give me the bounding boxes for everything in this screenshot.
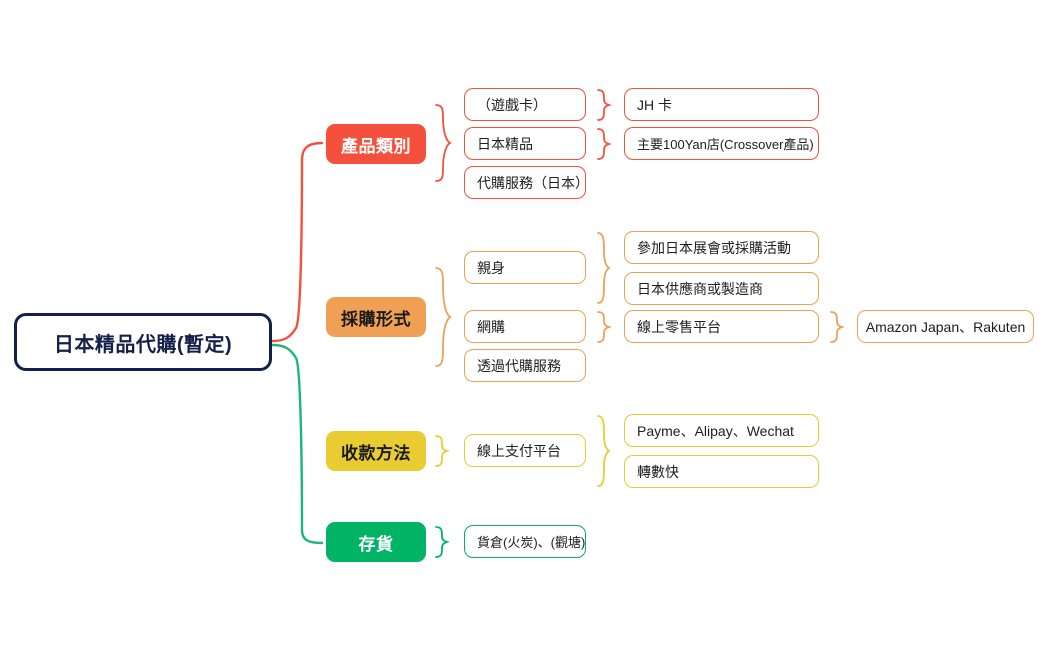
brace-procurement-form <box>435 267 452 367</box>
node-amazon-rakuten[interactable]: Amazon Japan、Rakuten <box>857 310 1034 343</box>
root-node[interactable]: 日本精品代購(暫定) <box>14 313 272 371</box>
brace-online-shopping <box>597 311 612 343</box>
root-node-label: 日本精品代購(暫定) <box>53 333 233 356</box>
node-warehouse-label: 貨倉(火炭)、(觀塘) <box>477 535 586 550</box>
node-online-payment-platform[interactable]: 線上支付平台 <box>464 434 586 467</box>
node-online-shopping-label: 網購 <box>477 318 505 335</box>
root-branch-curve-green <box>270 343 324 545</box>
node-proxy-service-japan[interactable]: 代購服務（日本） <box>464 166 589 199</box>
brace-japan-goods <box>597 128 612 160</box>
node-japan-expo[interactable]: 參加日本展會或採購活動 <box>624 231 819 264</box>
node-japan-expo-label: 參加日本展會或採購活動 <box>637 239 791 256</box>
node-amazon-rakuten-label: Amazon Japan、Rakuten <box>865 318 1026 335</box>
node-japan-goods-label: 日本精品 <box>477 135 533 152</box>
branch-product-category-label: 產品類別 <box>341 136 411 156</box>
branch-payment-method-label: 收款方法 <box>341 443 411 463</box>
node-warehouse[interactable]: 貨倉(火炭)、(觀塘) <box>464 525 586 558</box>
node-fps-label: 轉數快 <box>637 463 679 480</box>
node-jh-card-label: JH 卡 <box>637 96 672 113</box>
brace-payment-method <box>435 435 450 467</box>
branch-product-category[interactable]: 產品類別 <box>326 124 426 164</box>
node-in-person[interactable]: 親身 <box>464 251 586 284</box>
root-branch-curve-red <box>270 141 324 343</box>
node-japan-supplier[interactable]: 日本供應商或製造商 <box>624 272 819 305</box>
brace-in-person <box>597 232 611 304</box>
node-proxy-service-japan-label: 代購服務（日本） <box>477 174 589 191</box>
node-online-shopping[interactable]: 網購 <box>464 310 586 343</box>
brace-game-card <box>597 89 612 121</box>
node-jh-card[interactable]: JH 卡 <box>624 88 819 121</box>
node-online-payment-platform-label: 線上支付平台 <box>477 442 561 459</box>
node-in-person-label: 親身 <box>477 259 505 276</box>
node-game-card-label: （遊戲卡） <box>477 96 547 113</box>
node-game-card[interactable]: （遊戲卡） <box>464 88 586 121</box>
brace-online-retail <box>830 311 845 343</box>
node-japan-goods[interactable]: 日本精品 <box>464 127 586 160</box>
brace-inventory <box>435 526 450 558</box>
branch-inventory[interactable]: 存貨 <box>326 522 426 562</box>
branch-payment-method[interactable]: 收款方法 <box>326 431 426 471</box>
node-via-proxy-service[interactable]: 透過代購服務 <box>464 349 586 382</box>
node-100yan-store-label: 主要100Yan店(Crossover產品) <box>637 137 814 152</box>
brace-online-payment <box>597 415 611 487</box>
node-fps[interactable]: 轉數快 <box>624 455 819 488</box>
brace-product-category <box>435 104 452 182</box>
node-japan-supplier-label: 日本供應商或製造商 <box>637 280 763 297</box>
node-via-proxy-service-label: 透過代購服務 <box>477 357 561 374</box>
branch-procurement-form[interactable]: 採購形式 <box>326 297 426 337</box>
node-payme-alipay-wechat-label: Payme、Alipay、Wechat <box>637 422 794 439</box>
branch-procurement-form-label: 採購形式 <box>341 309 411 329</box>
branch-inventory-label: 存貨 <box>358 534 394 554</box>
node-100yan-store[interactable]: 主要100Yan店(Crossover產品) <box>624 127 819 160</box>
node-online-retail-platform-label: 線上零售平台 <box>637 318 721 335</box>
node-online-retail-platform[interactable]: 線上零售平台 <box>624 310 819 343</box>
node-payme-alipay-wechat[interactable]: Payme、Alipay、Wechat <box>624 414 819 447</box>
